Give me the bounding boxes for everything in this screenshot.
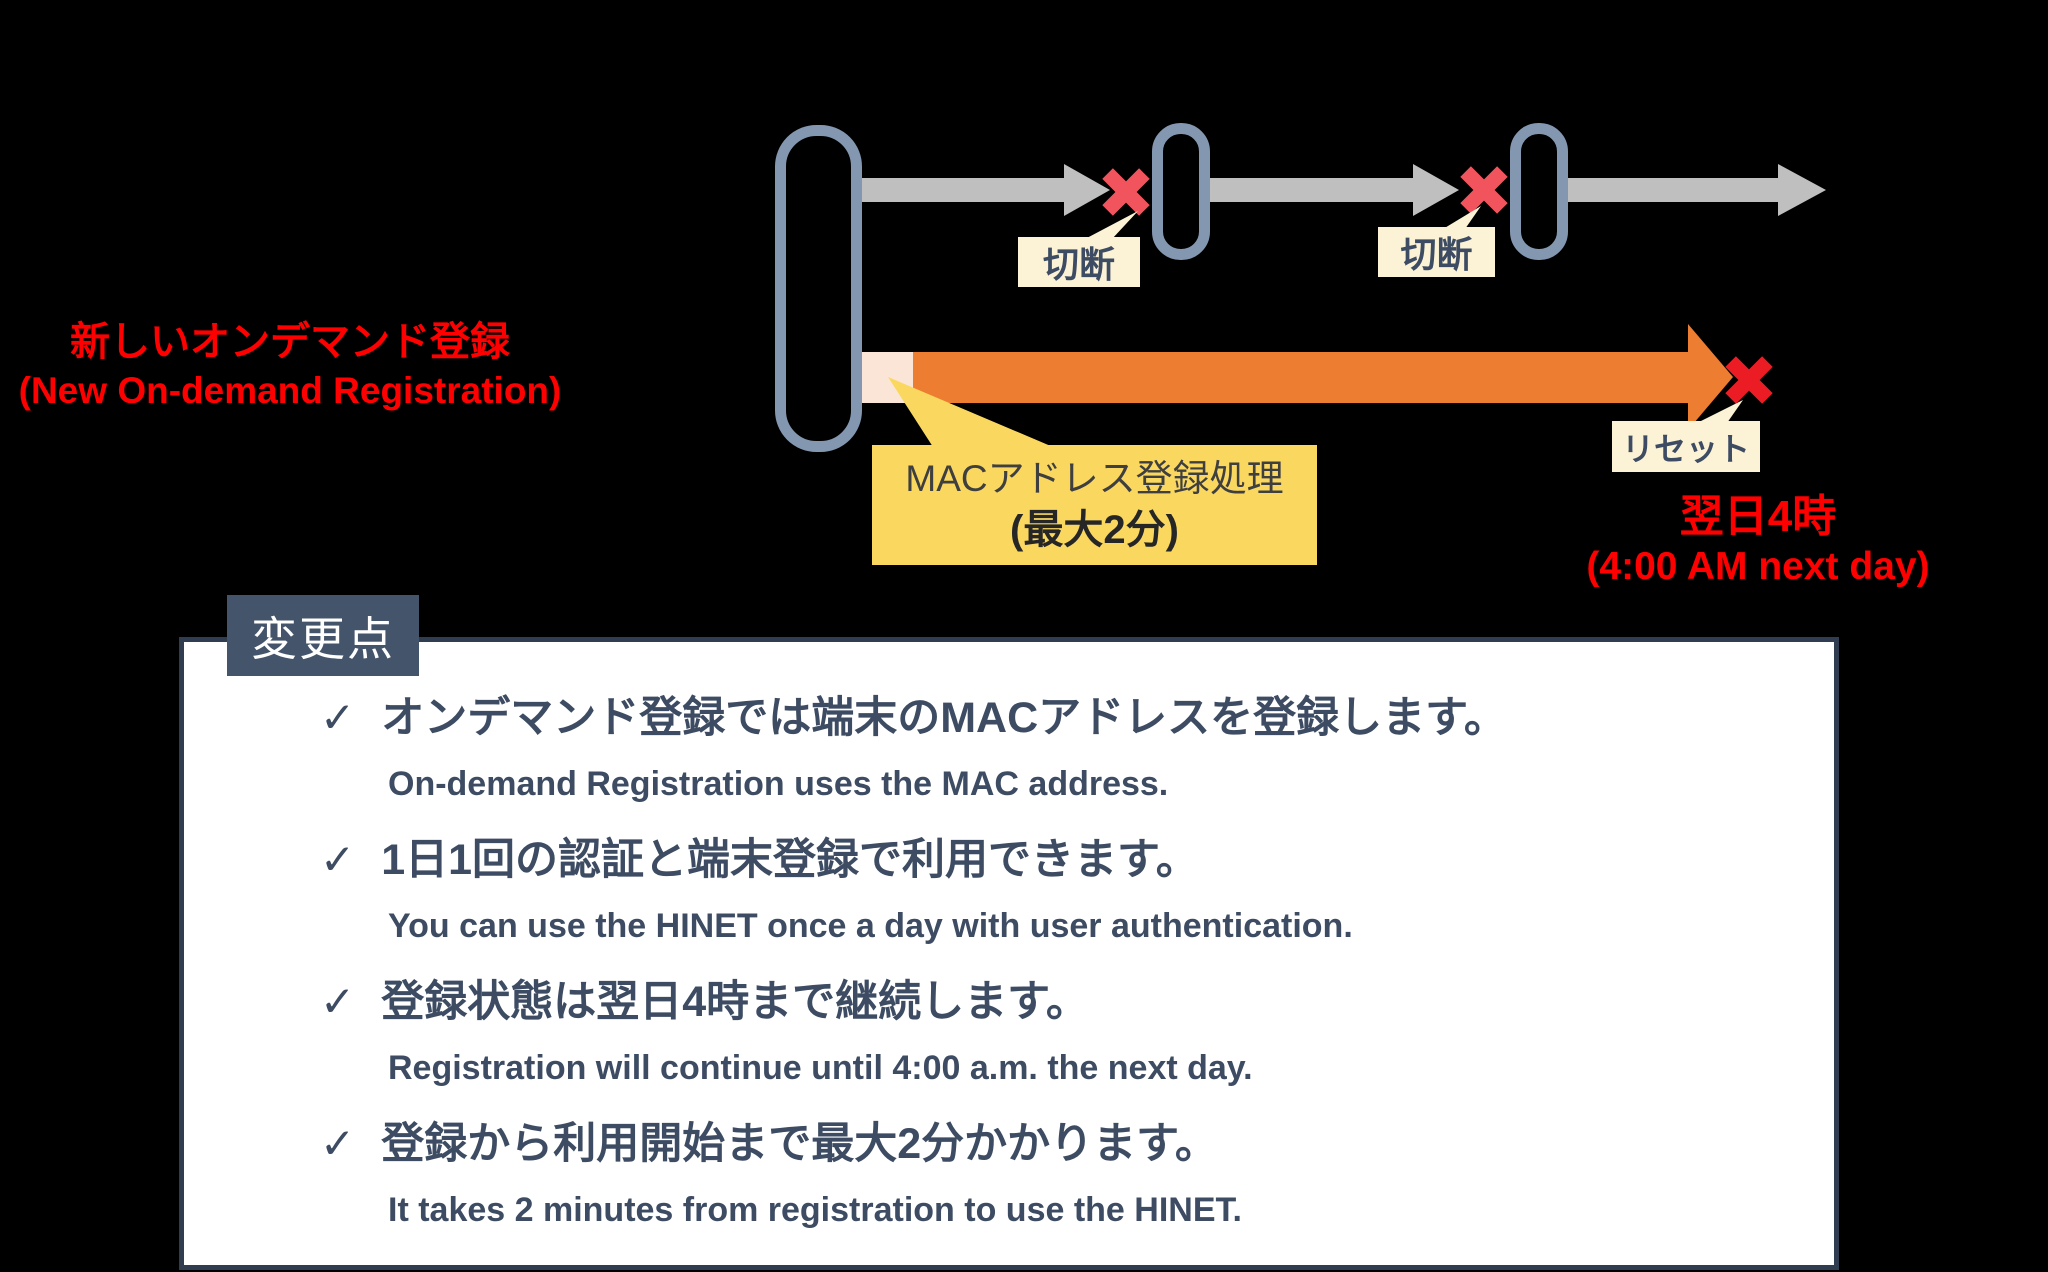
bullet-jp-text: 登録状態は翌日4時まで継続します。	[381, 978, 1089, 1026]
reset-label-text: リセット	[1621, 430, 1750, 467]
new-ondemand-title: 新しいオンデマンド登録 (New On-demand Registration)	[10, 316, 570, 414]
changes-panel-header-text: 変更点	[251, 612, 395, 665]
bullet-en-text: On-demand Registration uses the MAC addr…	[388, 765, 1169, 803]
mac-registration-callout: MACアドレス登録処理 (最大2分)	[872, 445, 1317, 565]
new-flow-arrow	[913, 324, 1733, 430]
bullet-jp-text: 登録から利用開始まで最大2分かかります。	[381, 1120, 1218, 1168]
old-flow-arrow-3	[1568, 164, 1826, 216]
old-flow-arrow-1	[862, 164, 1110, 216]
disconnect-x-icon-2	[1460, 166, 1508, 214]
disconnect-label-pointer-2	[1443, 206, 1481, 229]
session-pill-middle	[1152, 123, 1210, 260]
bullet-en-text: You can use the HINET once a day with us…	[388, 907, 1353, 945]
disconnect-label-1-text: 切断	[1042, 244, 1115, 285]
next-day-time-note: 翌日4時 (4:00 AM next day)	[1548, 490, 1968, 590]
new-ondemand-title-en: (New On-demand Registration)	[18, 370, 562, 411]
next-day-time-en: (4:00 AM next day)	[1586, 545, 1930, 588]
session-pill-right	[1510, 123, 1568, 260]
disconnect-label-2: 切断	[1378, 227, 1495, 277]
checkmark-icon: ✓	[320, 978, 356, 1025]
reset-x-icon	[1725, 356, 1773, 404]
old-flow-arrow-2	[1210, 164, 1459, 216]
checkmark-icon: ✓	[320, 694, 356, 741]
disconnect-label-2-text: 切断	[1400, 234, 1473, 275]
mac-callout-line1: MACアドレス登録処理	[905, 458, 1284, 499]
checkmark-icon: ✓	[320, 1120, 356, 1167]
new-ondemand-title-jp: 新しいオンデマンド登録	[70, 320, 510, 364]
changes-panel	[179, 637, 1839, 1270]
bullet-jp-line: ✓ 登録から利用開始まで最大2分かかります。	[320, 1118, 1810, 1170]
bullet-jp-text: オンデマンド登録では端末のMACアドレスを登録します。	[381, 694, 1507, 742]
bullet-jp-line: ✓ オンデマンド登録では端末のMACアドレスを登録します。	[320, 692, 1810, 744]
bullet-jp-text: 1日1回の認証と端末登録で利用できます。	[381, 836, 1199, 884]
disconnect-label-pointer-1	[1085, 211, 1138, 239]
session-pill-start	[775, 125, 862, 452]
mac-callout-line2: (最大2分)	[1010, 508, 1179, 552]
bullet-en-text: Registration will continue until 4:00 a.…	[388, 1049, 1253, 1087]
list-item: ✓ 登録から利用開始まで最大2分かかります。 It takes 2 minute…	[320, 1118, 1810, 1232]
disconnect-x-icon-1	[1102, 168, 1150, 216]
checkmark-icon: ✓	[320, 836, 356, 883]
reset-label-pointer	[1697, 400, 1743, 423]
bullet-jp-line: ✓ 登録状態は翌日4時まで継続します。	[320, 976, 1810, 1028]
reset-label: リセット	[1612, 421, 1760, 472]
timeline-diagram	[775, 123, 1826, 452]
changes-panel-header: 変更点	[227, 595, 419, 676]
next-day-time-jp: 翌日4時	[1679, 492, 1837, 541]
mac-callout-pointer	[888, 377, 1053, 447]
bullet-jp-line: ✓ 1日1回の認証と端末登録で利用できます。	[320, 834, 1810, 886]
list-item: ✓ 1日1回の認証と端末登録で利用できます。 You can use the H…	[320, 834, 1810, 948]
list-item: ✓ オンデマンド登録では端末のMACアドレスを登録します。 On-demand …	[320, 692, 1810, 806]
list-item: ✓ 登録状態は翌日4時まで継続します。 Registration will co…	[320, 976, 1810, 1090]
bullet-en-text: It takes 2 minutes from registration to …	[388, 1191, 1242, 1229]
changes-bullet-list: ✓ オンデマンド登録では端末のMACアドレスを登録します。 On-demand …	[320, 692, 1810, 1260]
disconnect-label-1: 切断	[1018, 237, 1140, 287]
